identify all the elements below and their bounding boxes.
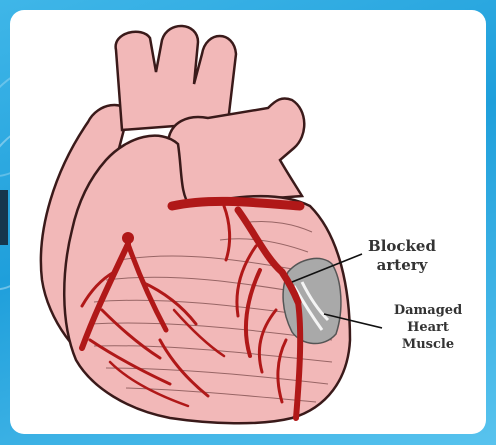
- damaged-muscle-label-line2: Heart: [380, 319, 476, 336]
- heart-diagram: [10, 10, 486, 434]
- blocked-artery-label-line2: artery: [356, 256, 448, 275]
- aorta-vessel: [116, 26, 236, 130]
- slide-side-marker: [0, 190, 8, 245]
- damaged-muscle-label: Damaged Heart Muscle: [380, 302, 476, 353]
- blocked-artery-label-line1: Blocked: [356, 237, 448, 256]
- diagram-card: Blocked artery Damaged Heart Muscle: [10, 10, 486, 434]
- blocked-artery-label: Blocked artery: [356, 237, 448, 275]
- damaged-muscle-label-line1: Damaged: [380, 302, 476, 319]
- coronary-origin: [122, 232, 134, 244]
- damaged-muscle-label-line3: Muscle: [380, 336, 476, 353]
